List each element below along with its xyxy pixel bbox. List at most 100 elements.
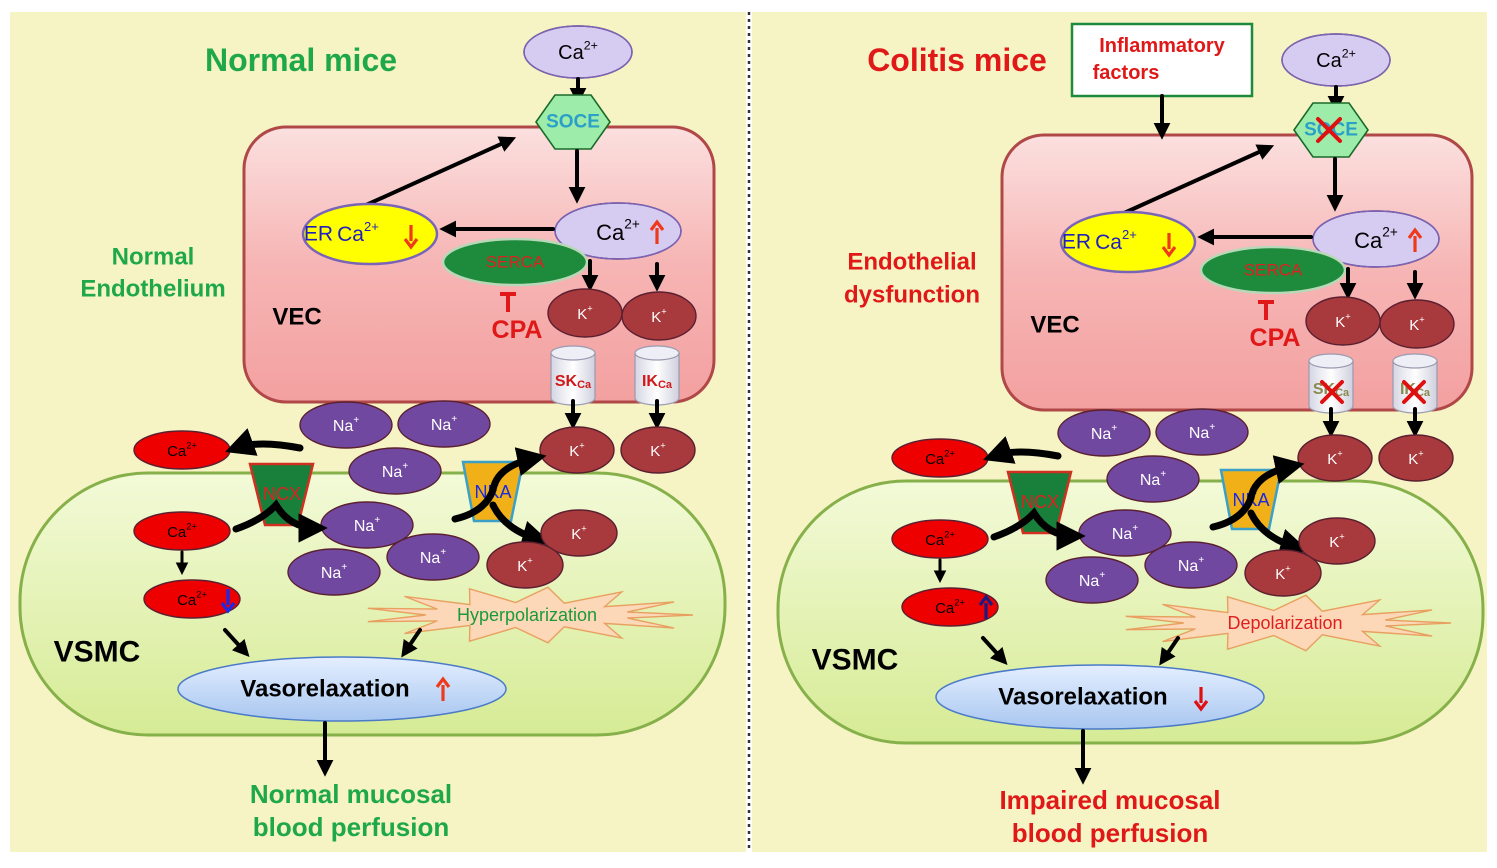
ca-cytosolic-outline: [1312, 210, 1440, 268]
polarization-label: Depolarization: [1227, 613, 1342, 633]
polarization-burst: [367, 586, 694, 644]
k-ion-out-1-label: K+: [1327, 448, 1342, 467]
na-ion-6: Na+: [1144, 541, 1238, 589]
polarization-burst: [1125, 594, 1452, 652]
k-ion-vsmc-1: K+: [540, 509, 618, 557]
er-prefix: ER: [1062, 231, 1091, 254]
arrow-ca-to-vaso: [223, 628, 250, 657]
na-ion-4-label: Na+: [354, 514, 380, 534]
na-ion-6-shape: [386, 533, 480, 581]
na-ion-6-label: Na+: [420, 546, 446, 566]
k-ion-out-2-shape: [620, 426, 696, 474]
ik-channel-label: IKCa: [642, 373, 673, 392]
arrow-head: [978, 594, 994, 606]
state-label-line2: Endothelium: [80, 276, 225, 303]
k-ion-out-2-label: K+: [650, 440, 665, 459]
ca-ion-extracellular-label: Ca2+: [167, 440, 197, 459]
ca-ion-vsmc-low: Ca2+: [901, 587, 999, 627]
na-ion-5-shape: [287, 548, 381, 596]
k-ion-vsmc-2: K+: [1244, 549, 1322, 597]
k-ion-vec-1-label: K+: [577, 303, 592, 322]
na-ion-5-label: Na+: [1079, 569, 1105, 589]
channel-top: [1392, 353, 1438, 369]
na-ion-5: Na+: [287, 548, 381, 596]
ca-ion-vsmc-low-shape: [901, 587, 999, 627]
vasorelaxation-label: Vasorelaxation: [998, 684, 1167, 711]
ncx-ca-out-arrow: [224, 428, 304, 456]
vasorelaxation-shape: [935, 664, 1265, 730]
ca-ion-extracellular: Ca2+: [891, 438, 989, 478]
inflammatory-box: [1070, 22, 1254, 98]
ca-extracellular-label: Ca2+: [1316, 46, 1356, 72]
ca-ion-vsmc-shape: [133, 511, 231, 551]
sk-blocked-x-icon: [1320, 380, 1344, 404]
ca-extracellular-label: Ca2+: [558, 38, 598, 64]
vasorelaxation-shape: [177, 656, 507, 722]
arrow-er-to-soce: [353, 136, 517, 212]
na-ion-3-shape: [1106, 455, 1200, 503]
nka-k-in-arrow: [489, 501, 552, 550]
vasorelaxation-change-arrow: [435, 676, 451, 701]
na-ion-6: Na+: [386, 533, 480, 581]
x-stroke: [1320, 380, 1344, 404]
k-ion-vsmc-2-shape: [486, 541, 564, 589]
k-ion-out-2-shape: [1378, 434, 1454, 482]
k-ion-out-1: K+: [1297, 434, 1373, 482]
na-ion-3-shape: [348, 447, 442, 495]
nka-k-in-arrow: [1247, 509, 1310, 558]
na-ion-5-label: Na+: [321, 561, 347, 581]
arrow-head: [649, 219, 665, 231]
ncx-ca-out-arrow: [982, 436, 1062, 464]
na-ion-2-label: Na+: [1189, 421, 1215, 441]
k-ion-vsmc-1-shape: [1298, 517, 1376, 565]
ncx-label: NCX: [1021, 492, 1059, 512]
na-ion-3: Na+: [348, 447, 442, 495]
k-ion-vec-2-shape: [621, 291, 697, 341]
er-ca-shape: [1059, 210, 1197, 274]
na-ion-1-label: Na+: [333, 414, 359, 434]
soce-channel: [535, 94, 611, 150]
ik-blocked-x-icon: [1402, 380, 1426, 404]
arrow-head: [435, 676, 451, 688]
na-ion-2-shape: [397, 400, 491, 448]
vasorelaxation-label: Vasorelaxation: [240, 676, 409, 703]
arrow-er-to-soce: [1111, 144, 1275, 220]
k-ion-vec-1: K+: [547, 288, 623, 338]
vsmc-label: VSMC: [812, 644, 899, 677]
er-ca-decrease-arrow: [403, 225, 419, 250]
serca-pump: [1199, 245, 1347, 295]
vsmc-ca-change-arrow: [978, 594, 994, 619]
channel-top: [634, 345, 680, 361]
ca-ion-vsmc-low: Ca2+: [143, 579, 241, 619]
ca-ion-vsmc-low-label: Ca2+: [935, 597, 965, 616]
panel-colitis: Colitis miceEndothelialdysfunctionInflam…: [752, 12, 1487, 852]
state-label-line1: Normal: [112, 244, 195, 271]
ca-cytosolic-label: Ca2+: [596, 216, 640, 244]
inflammatory-line1: Inflammatory: [1099, 35, 1225, 57]
er-ca-decrease-arrow: [1161, 233, 1177, 258]
vsmc-ca-change-arrow: [220, 589, 236, 614]
k-ion-vsmc-2-shape: [1244, 549, 1322, 597]
ca-increase-arrow: [1407, 227, 1423, 252]
k-ion-vsmc-2-label: K+: [1275, 563, 1290, 582]
outcome-line1: Impaired mucosal: [999, 785, 1220, 815]
nka-na-out-arrow: [451, 447, 547, 523]
cpa-label: CPA: [492, 316, 543, 344]
k-ion-out-1: K+: [539, 426, 615, 474]
sk-channel-label: SKCa: [555, 373, 592, 392]
outcome-line2: blood perfusion: [253, 812, 449, 842]
k-ion-vsmc-1: K+: [1298, 517, 1376, 565]
ca-ion-vsmc-label: Ca2+: [167, 521, 197, 540]
soce-blocked-x-icon: [1316, 117, 1342, 143]
arrow-head: [220, 602, 236, 614]
arrow-polar-to-vaso: [1159, 636, 1180, 666]
na-ion-3-label: Na+: [382, 460, 408, 480]
er-ca-shape: [301, 202, 439, 266]
panel-title: Colitis mice: [867, 42, 1047, 78]
k-ion-out-2: K+: [620, 426, 696, 474]
x-stroke: [1402, 380, 1426, 404]
na-ion-5-shape: [1045, 556, 1139, 604]
ncx-na-in-arrow: [232, 499, 328, 543]
